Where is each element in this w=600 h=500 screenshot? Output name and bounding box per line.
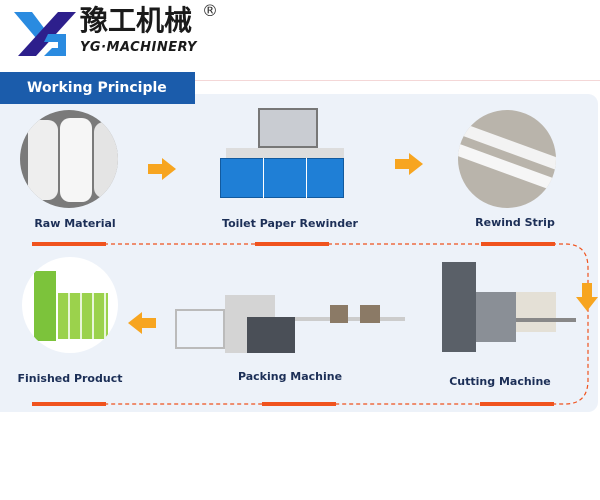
finished-product-image xyxy=(22,257,118,353)
arrow-down-icon xyxy=(576,283,598,311)
packing-machine-image xyxy=(175,295,405,365)
arrow-right-icon xyxy=(395,153,423,175)
step-label-packing-machine: Packing Machine xyxy=(237,370,343,383)
section-title: Working Principle xyxy=(0,72,195,104)
yg-logo-icon xyxy=(14,12,76,56)
step-bar xyxy=(262,402,336,406)
step-bar xyxy=(255,242,329,246)
divider xyxy=(195,80,600,81)
step-label-finished-product: Finished Product xyxy=(17,372,123,385)
step-label-rewind-strip: Rewind Strip xyxy=(475,216,555,229)
step-bar xyxy=(32,242,106,246)
step-bar xyxy=(32,402,106,406)
step-bar xyxy=(480,402,554,406)
rewind-strip-image xyxy=(458,110,556,208)
raw-material-image xyxy=(20,110,118,208)
step-bar xyxy=(481,242,555,246)
rewinder-machine-image xyxy=(218,108,348,200)
arrow-right-icon xyxy=(148,158,176,180)
step-label-rewinder: Toilet Paper Rewinder xyxy=(222,217,358,230)
cutting-machine-image xyxy=(432,262,578,357)
brand-name-cn: 豫工机械 xyxy=(80,4,193,37)
step-label-cutting-machine: Cutting Machine xyxy=(449,375,551,388)
step-label-raw-material: Raw Material xyxy=(34,217,116,230)
brand-name-en: YG·MACHINERY xyxy=(80,40,197,55)
arrow-left-icon xyxy=(128,312,156,334)
registered-mark: ® xyxy=(202,1,218,20)
